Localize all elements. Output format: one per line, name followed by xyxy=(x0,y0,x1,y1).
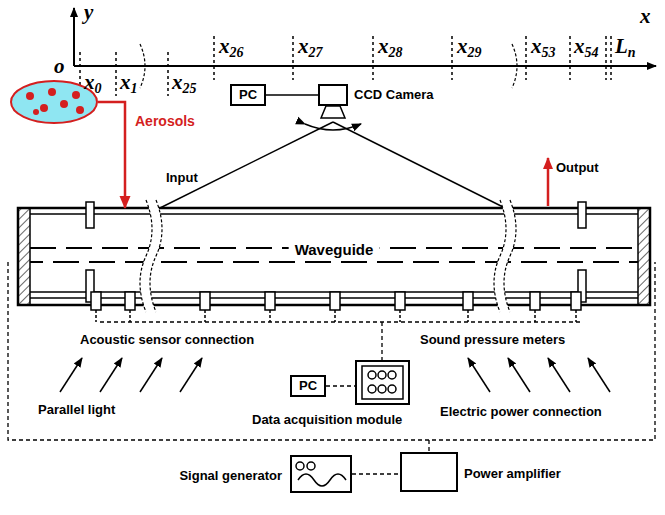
port-label: Input xyxy=(166,170,198,186)
position-label: x28 xyxy=(378,34,403,58)
node-text: Data acquisition module xyxy=(252,412,402,428)
sensor xyxy=(571,292,581,310)
wiring-label: Acoustic sensor connection xyxy=(80,332,254,348)
connector xyxy=(326,385,355,386)
node-text: CCD Camera xyxy=(354,87,433,103)
sensor xyxy=(125,292,135,310)
position-label: x25 xyxy=(172,70,197,94)
port-label: Output xyxy=(556,160,599,176)
position-label: x54 xyxy=(574,34,599,58)
waveguide: Waveguide xyxy=(18,208,650,305)
sensor xyxy=(91,292,101,310)
sensor xyxy=(463,292,473,310)
node-text: Aerosols xyxy=(135,113,195,130)
sensor xyxy=(530,292,540,310)
sensor xyxy=(265,292,275,310)
sensor-wiring xyxy=(8,262,655,452)
sensor-lead xyxy=(129,310,131,322)
output-arrow xyxy=(547,158,550,206)
connector xyxy=(98,102,125,208)
signal-generator-face xyxy=(296,462,346,486)
pc-box: PC xyxy=(290,375,326,397)
light-label: Parallel light xyxy=(38,402,115,418)
origin-label: o xyxy=(54,54,65,78)
sensor-lead xyxy=(334,310,336,322)
node-text: PC xyxy=(239,87,257,103)
sensor-lead xyxy=(269,310,271,322)
sensor xyxy=(330,292,340,310)
sensor-lead xyxy=(399,310,401,322)
position-label: x0 xyxy=(84,70,102,94)
sensor-lead xyxy=(204,310,206,322)
sensors xyxy=(91,292,581,322)
sensor xyxy=(395,292,405,310)
tube-breaks xyxy=(140,200,516,312)
sensor-lead xyxy=(534,310,536,322)
pc-box: PC xyxy=(230,84,266,106)
axis-label: y xyxy=(84,0,93,24)
data-acquisition-module: Data acquisition module xyxy=(355,360,410,405)
position-label: Ln xyxy=(615,34,636,58)
connector xyxy=(352,473,400,474)
sensor-lead xyxy=(575,310,577,322)
wiring-label: Electric power connection xyxy=(440,404,602,420)
connector xyxy=(266,94,318,96)
axis-label: x xyxy=(640,4,651,28)
sensor xyxy=(200,292,210,310)
daq-buttons xyxy=(362,366,403,399)
sensor-label: Sound pressure meters xyxy=(420,332,565,348)
parallel-light-arrows xyxy=(60,358,610,392)
camera-lens xyxy=(160,106,505,208)
ccd-camera: CCD Camera xyxy=(318,84,348,106)
node-text: Signal generator xyxy=(179,468,282,484)
signal-generator: Signal generator xyxy=(290,455,352,493)
node-text: Power amplifier xyxy=(464,466,561,482)
position-label: x27 xyxy=(298,34,323,58)
sensor-lead xyxy=(467,310,469,322)
node-text: Waveguide xyxy=(289,241,380,259)
position-label: x29 xyxy=(457,34,482,58)
position-label: x53 xyxy=(531,34,556,58)
node-text: PC xyxy=(299,378,317,394)
sensor-lead xyxy=(95,310,97,322)
waveguide-tube xyxy=(18,202,650,305)
position-label: x26 xyxy=(219,34,244,58)
position-label: x1 xyxy=(120,70,138,94)
axes xyxy=(74,8,656,66)
power-amplifier: Power amplifier xyxy=(400,452,458,492)
